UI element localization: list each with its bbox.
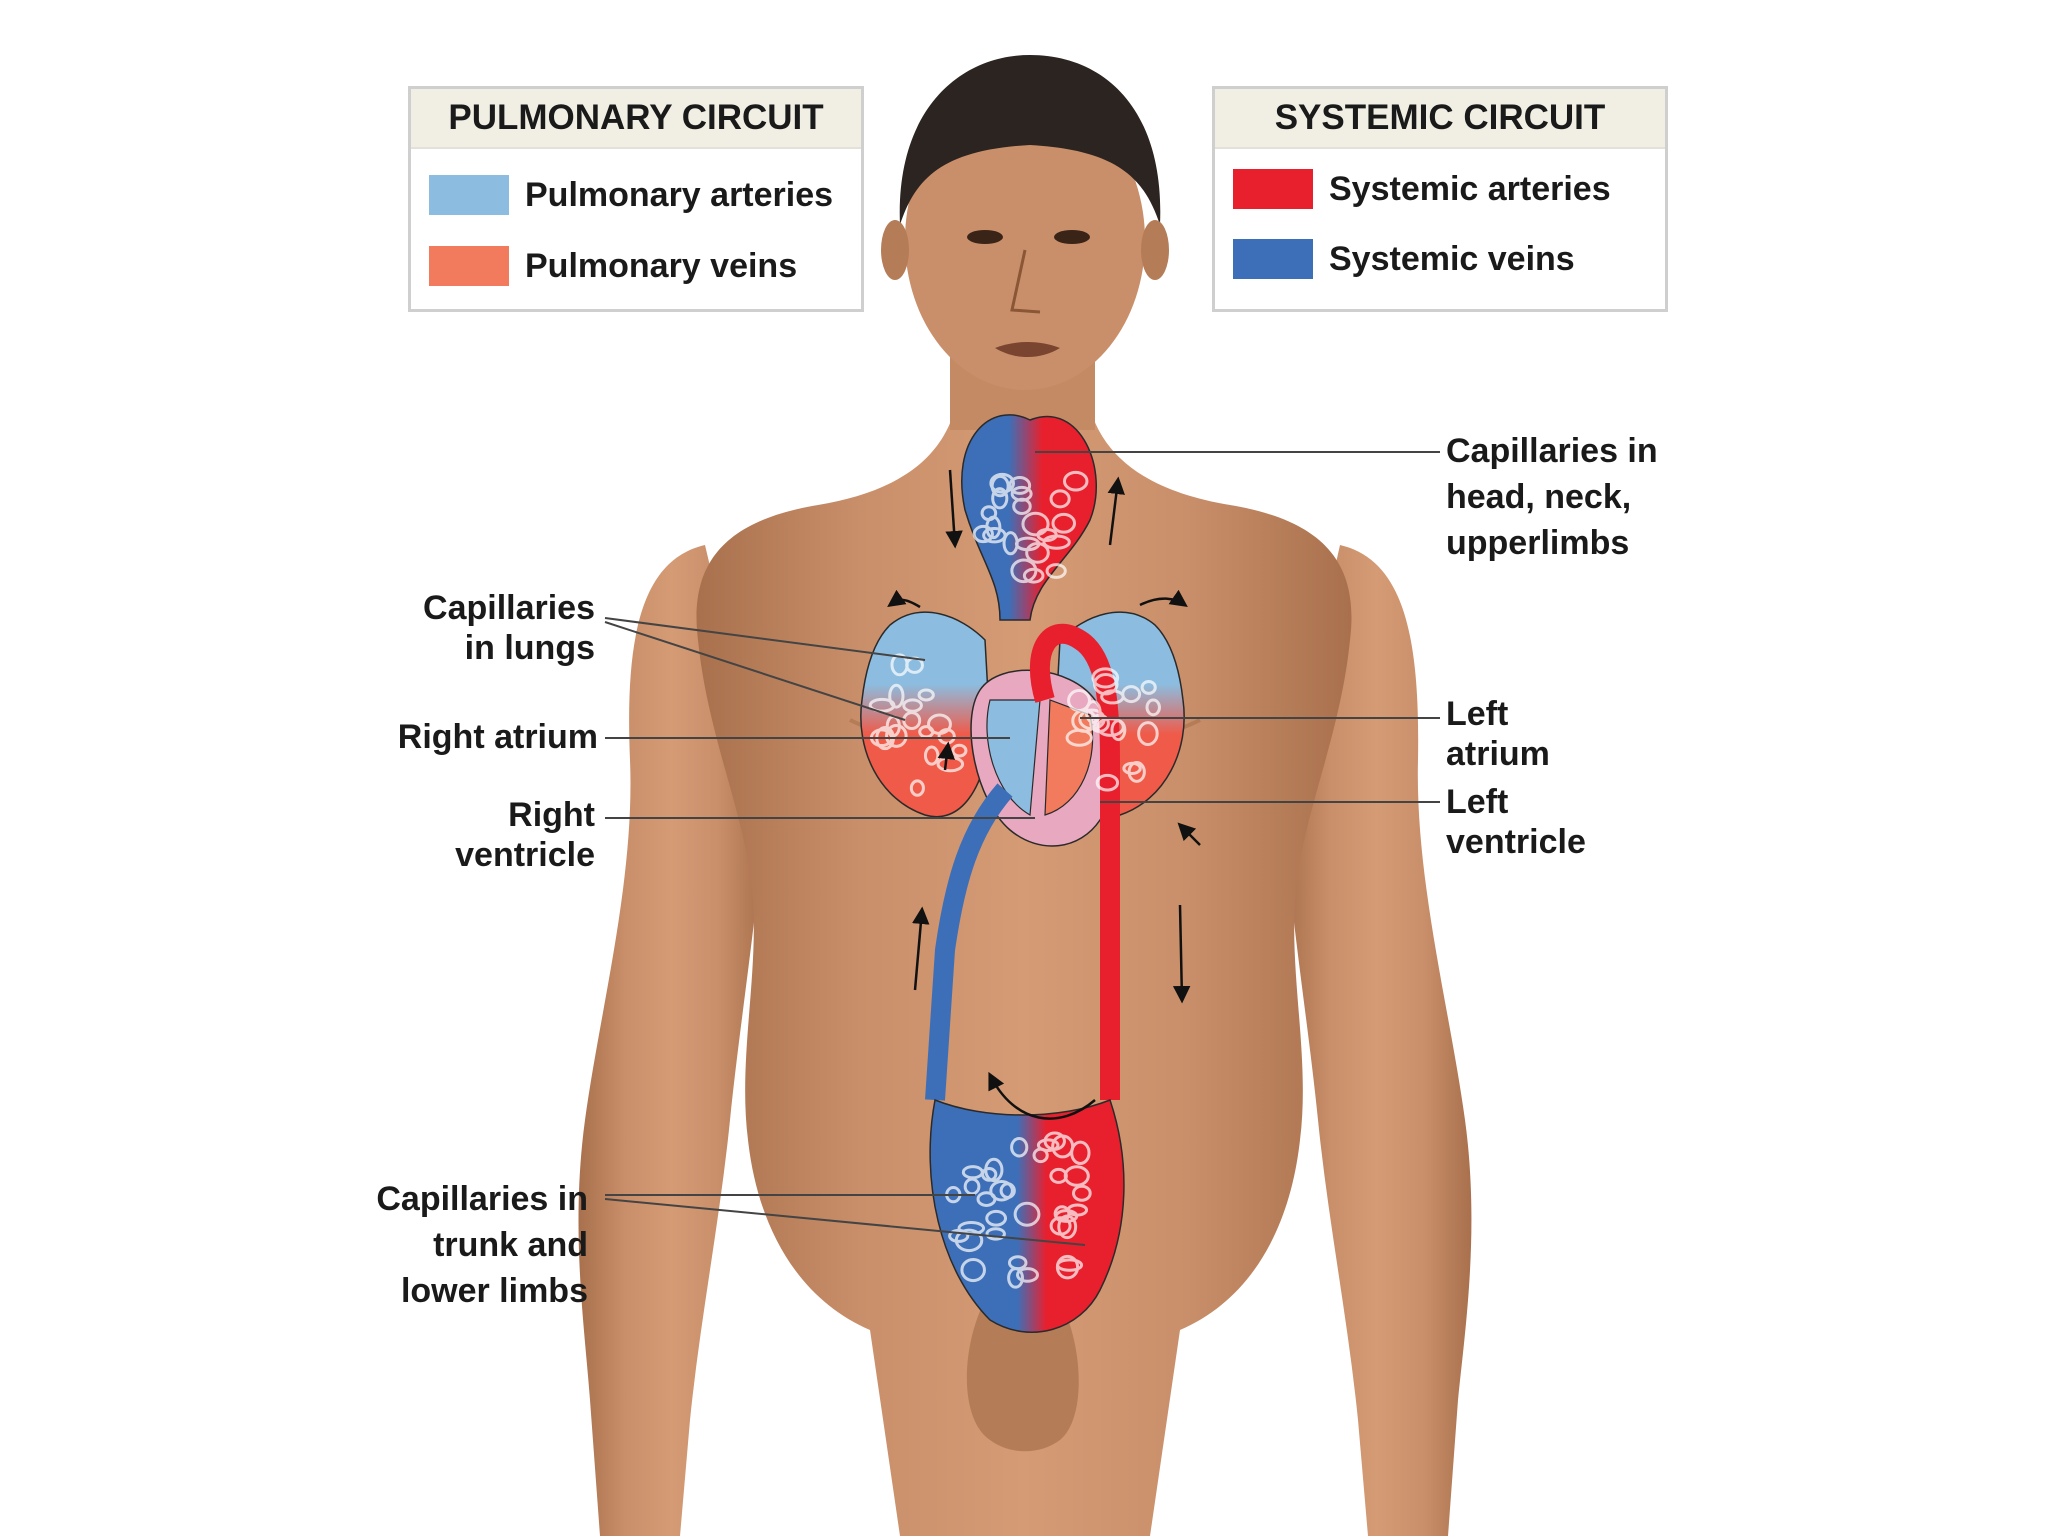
label-capillaries-trunk: Capillaries in trunk and lower limbs [376, 1176, 588, 1314]
systemic-legend-title: SYSTEMIC CIRCUIT [1215, 89, 1665, 149]
legend-item-systemic-arteries: Systemic arteries [1233, 167, 1611, 211]
label-line: in lungs [423, 628, 595, 668]
label-left-ventricle: Left ventricle [1446, 782, 1586, 862]
label-line: Left [1446, 782, 1586, 822]
label-line: atrium [1446, 734, 1550, 774]
label-line: trunk and [376, 1222, 588, 1268]
legend-label: Pulmonary veins [525, 247, 797, 286]
label-line: Capillaries in [1446, 428, 1658, 474]
label-right-ventricle: Right ventricle [455, 795, 595, 875]
legend-label: Systemic veins [1329, 240, 1575, 279]
label-line: Capillaries in [376, 1176, 588, 1222]
label-line: ventricle [455, 835, 595, 875]
label-line: ventricle [1446, 822, 1586, 862]
label-line: upperlimbs [1446, 520, 1658, 566]
pulmonary-arteries-swatch [429, 175, 509, 215]
pulmonary-legend: PULMONARY CIRCUIT Pulmonary arteries Pul… [408, 86, 864, 312]
label-line: lower limbs [376, 1268, 588, 1314]
label-line: Capillaries [423, 588, 595, 628]
legend-label: Pulmonary arteries [525, 176, 833, 215]
systemic-legend: SYSTEMIC CIRCUIT Systemic arteries Syste… [1212, 86, 1668, 312]
label-right-atrium: Right atrium [398, 717, 598, 757]
label-capillaries-in-lungs: Capillaries in lungs [423, 588, 595, 668]
label-line: head, neck, [1446, 474, 1658, 520]
systemic-veins-swatch [1233, 239, 1313, 279]
legend-item-pulmonary-veins: Pulmonary veins [429, 244, 797, 288]
legend-item-pulmonary-arteries: Pulmonary arteries [429, 173, 833, 217]
pulmonary-veins-swatch [429, 246, 509, 286]
legend-label: Systemic arteries [1329, 170, 1611, 209]
label-line: Left [1446, 694, 1550, 734]
pulmonary-legend-title: PULMONARY CIRCUIT [411, 89, 861, 149]
label-left-atrium: Left atrium [1446, 694, 1550, 774]
legend-item-systemic-veins: Systemic veins [1233, 237, 1575, 281]
systemic-arteries-swatch [1233, 169, 1313, 209]
label-line: Right [455, 795, 595, 835]
label-line: Right atrium [398, 717, 598, 757]
label-capillaries-head: Capillaries in head, neck, upperlimbs [1446, 428, 1658, 566]
